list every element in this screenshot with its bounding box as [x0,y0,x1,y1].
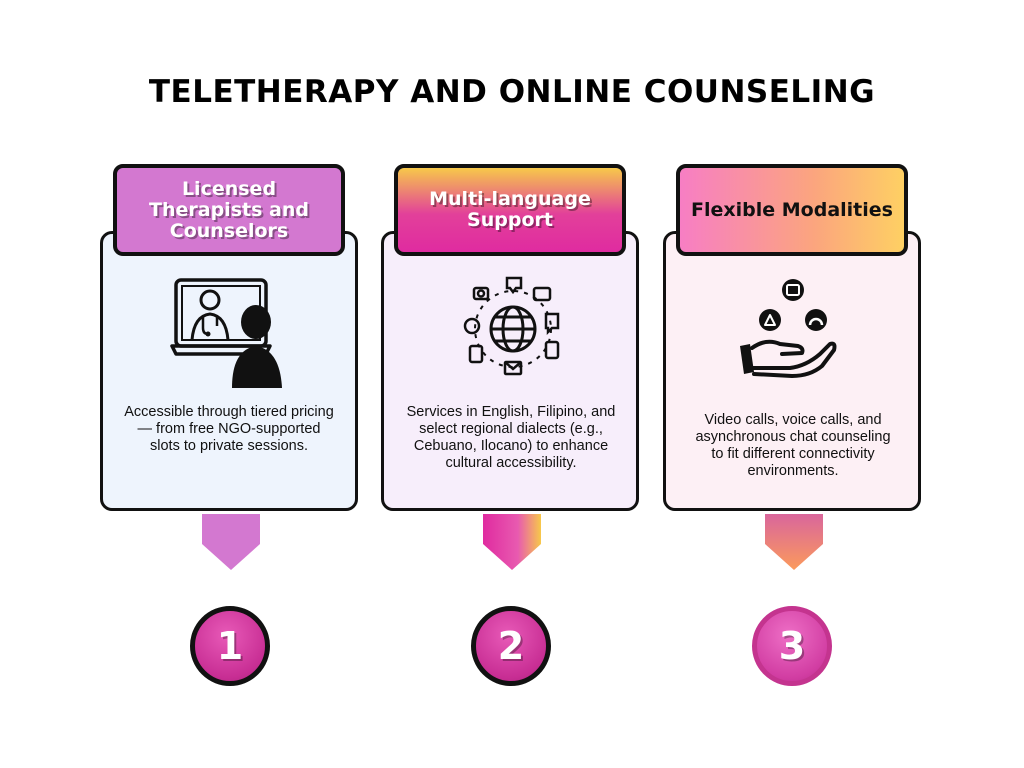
card-2-heading-text: Multi-language Support [429,188,591,231]
card-2-description: Services in English, Filipino, and selec… [406,404,616,471]
card-1-heading-text: Licensed Therapists and Counselors [149,177,309,242]
arrow-down-icon [483,514,541,570]
step-number-3: 3 [752,606,832,686]
card-3-heading: Flexible Modalities [676,164,908,256]
hand-options-icon [740,279,837,378]
arrow-down-icon [202,514,260,570]
card-1-description: Accessible through tiered pricing — from… [124,404,334,454]
page-title: TELETHERAPY AND ONLINE COUNSELING [148,74,876,110]
step-number-1-text: 1 [216,624,244,668]
card-1-heading: Licensed Therapists and Counselors [113,164,345,256]
card-flexible-modalities [663,231,921,511]
card-3-description: Video calls, voice calls, and asynchrono… [695,412,891,479]
step-number-1: 1 [190,606,270,686]
card-3-heading-text: Flexible Modalities [691,198,893,221]
card-2-heading: Multi-language Support [394,164,626,256]
doctor-video-call-icon [170,278,282,388]
card-licensed-therapists [100,231,358,511]
step-number-2-text: 2 [497,624,525,668]
arrow-down-icon [765,514,823,570]
globe-communication-icon [463,276,560,376]
step-number-2: 2 [471,606,551,686]
step-number-3-text: 3 [778,624,806,668]
